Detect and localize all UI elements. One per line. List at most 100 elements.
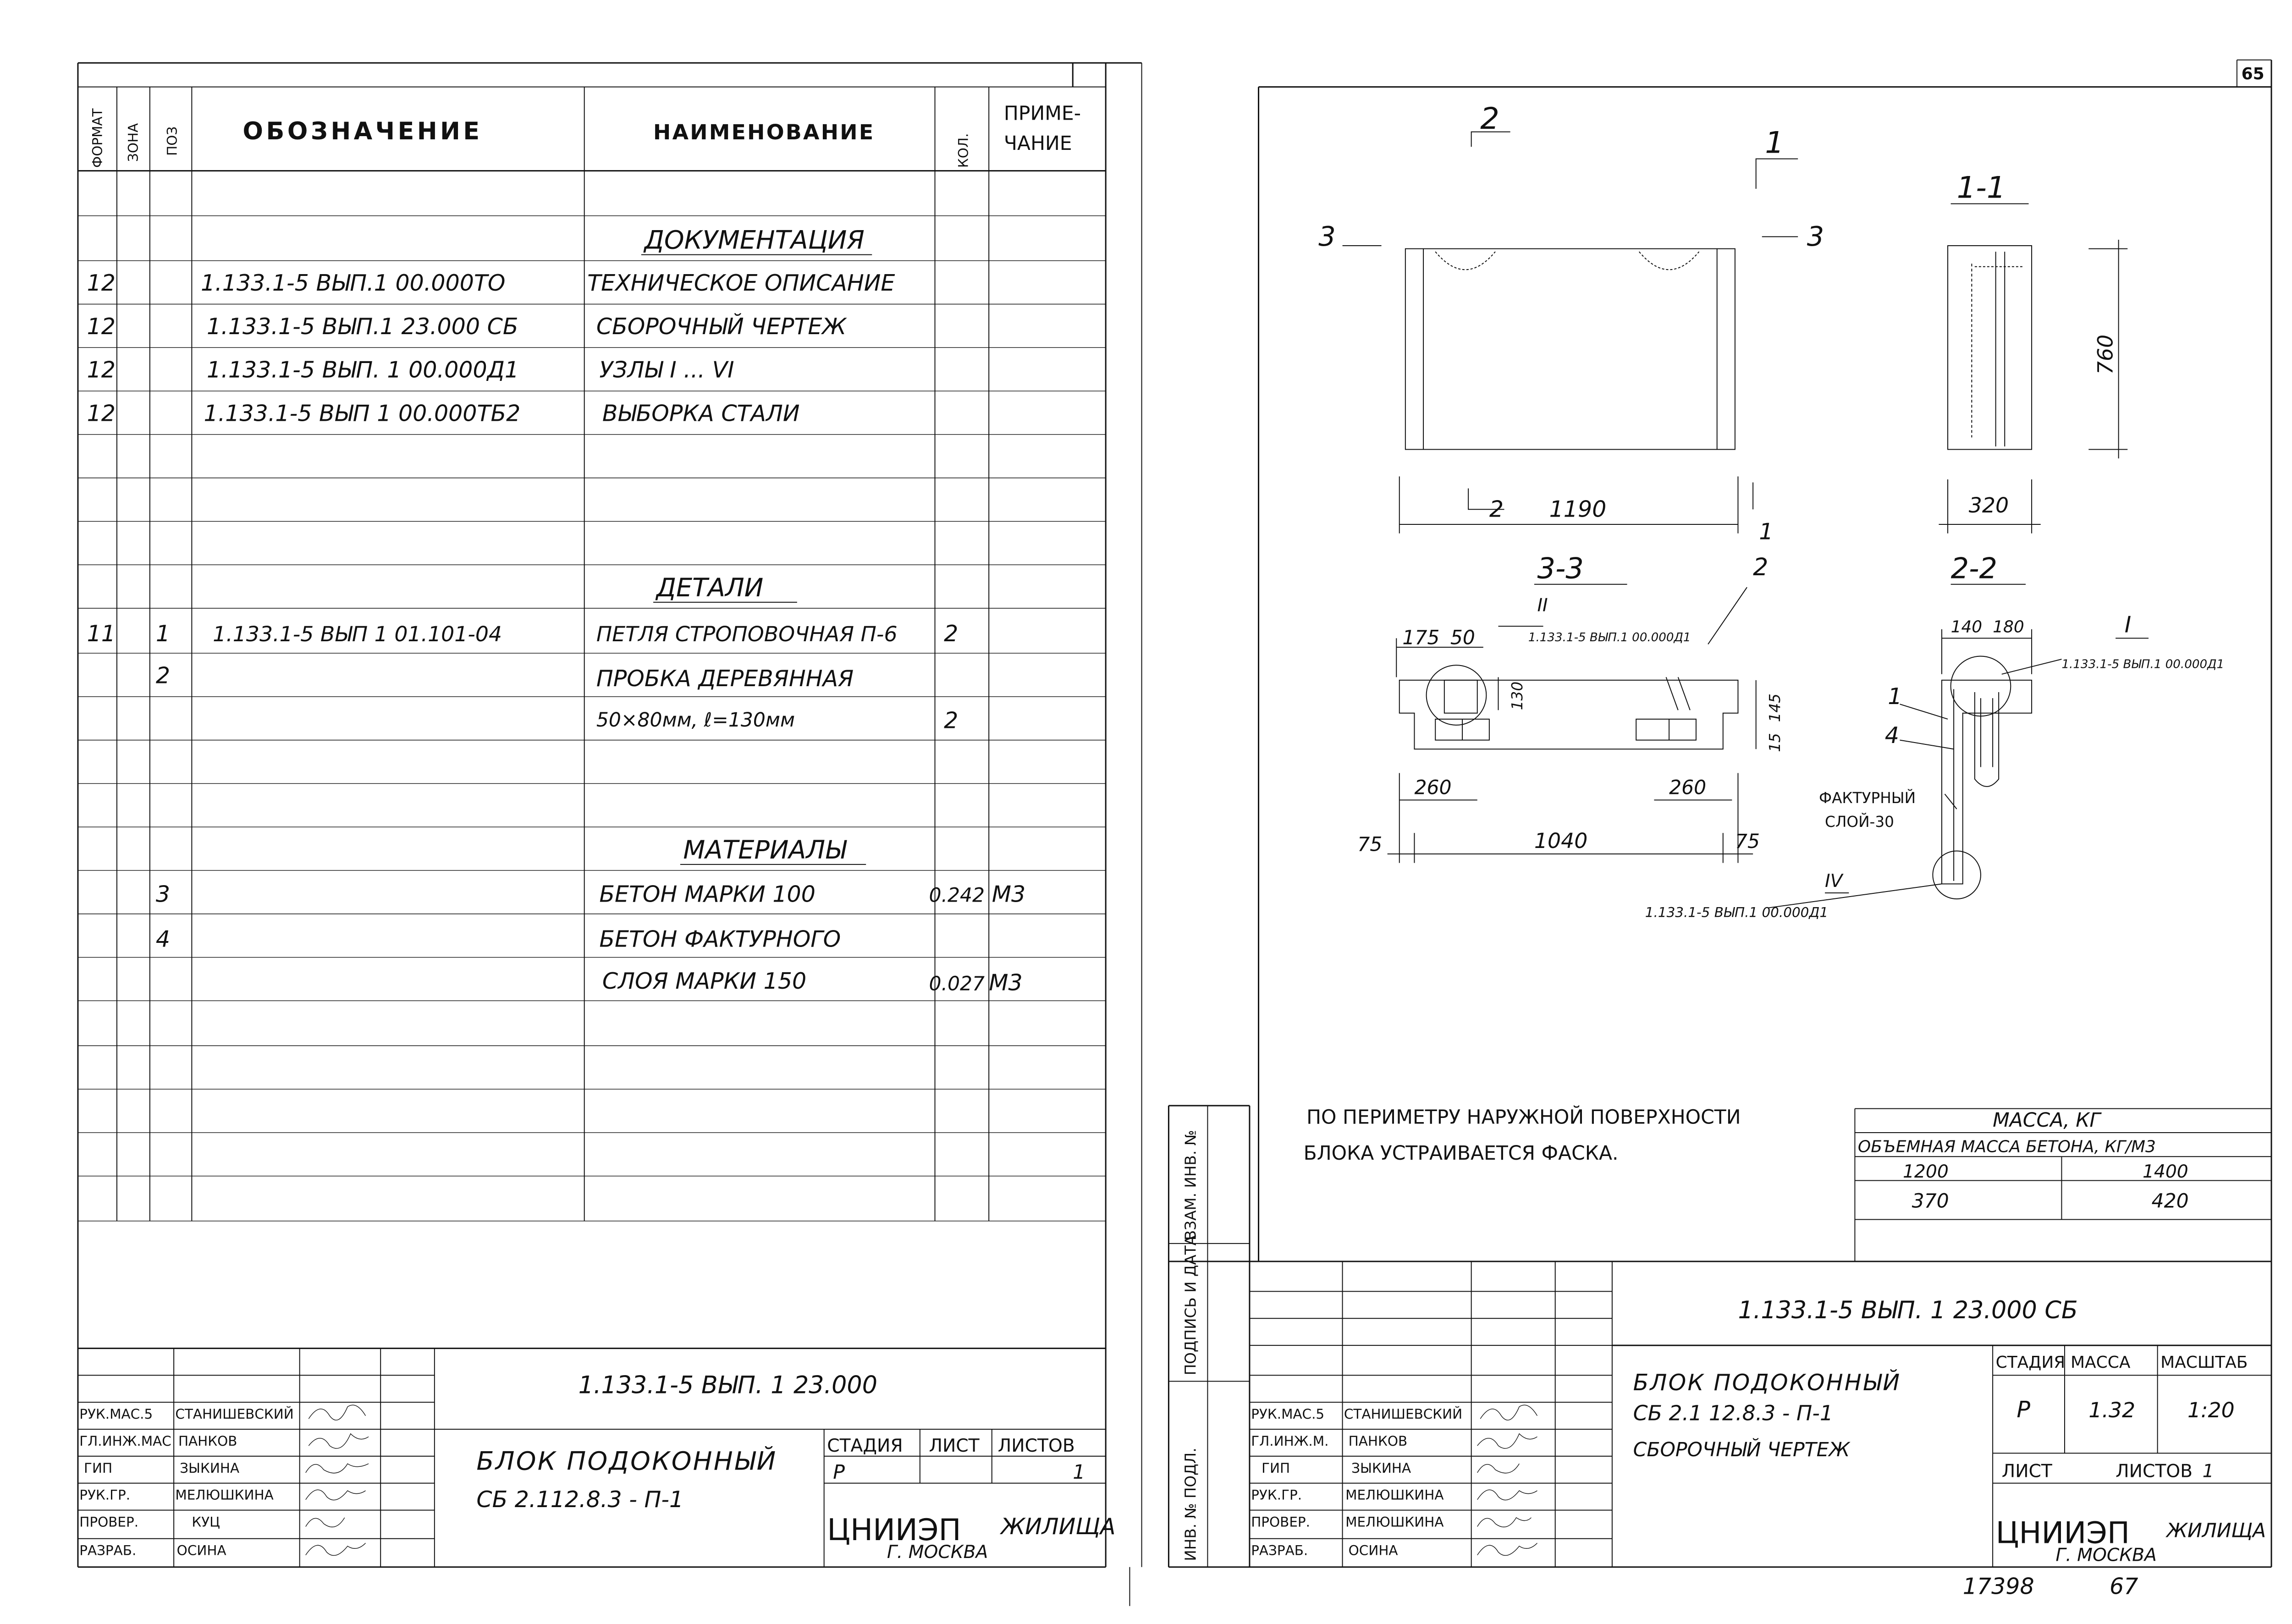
spec-table-header: ФОРМАТ ЗОНА ПОЗ ОБОЗНАЧЕНИЕ НАИМЕНОВАНИЕ… [89,102,1081,168]
row-qty: 2 [944,620,958,647]
density-1: 1200 [1903,1162,1949,1182]
row-name: БЕТОН МАРКИ 100 [599,881,815,908]
dim-145: 145 [1766,694,1784,722]
right-sheets-label: ЛИСТОВ [2116,1461,2193,1482]
row-pos: 4 [156,926,170,952]
dim-15: 15 [1766,733,1784,752]
staff-role: ГИП [1262,1460,1290,1476]
staff-role: РУК.ГР. [79,1487,130,1503]
header-note-line-2: ЧАНИЕ [1004,132,1072,155]
table-row: 50×80мм, ℓ=130мм 2 [596,707,958,733]
row-format: 12 [87,270,116,296]
left-code: 1.133.1-5 ВЫП. 1 23.000 [579,1371,877,1399]
right-scale-label: МАСШТАБ [2160,1353,2248,1372]
left-sheets: 1 [1073,1461,1085,1484]
row-designation: 1.133.1-5 ВЫП. 1 00.000Д1 [207,357,519,383]
header-zone: ЗОНА [126,123,141,162]
right-stage: Р [2017,1396,2030,1423]
row-pos: 1 [156,620,170,647]
table-row: 12 1.133.1-5 ВЫП. 1 00.000Д1 УЗЛЫ I ... … [87,357,734,383]
mark-3-left: 3 [1318,220,1335,252]
staff-role: РАЗРАБ. [1251,1543,1308,1558]
section-2-2-view [1768,584,2149,908]
node-ii-ref: 1.133.1-5 ВЫП.1 00.000Д1 [1528,631,1691,644]
row-note: М3 [989,969,1022,996]
header-format: ФОРМАТ [89,108,105,168]
staff-role: ПРОВЕР. [79,1514,138,1530]
dim-50: 50 [1450,627,1475,649]
section-documentation: ДОКУМЕНТАЦИЯ [643,226,864,255]
staff-role: РАЗРАБ. [79,1543,136,1558]
row-pos: 3 [156,881,170,908]
mass-1: 370 [1912,1190,1949,1212]
section-details: ДЕТАЛИ [655,573,764,603]
staff-name: МЕЛЮШКИНА [1345,1514,1444,1530]
table-row: 12 1.133.1-5 ВЫП.1 23.000 СБ СБОРОЧНЫЙ Ч… [87,313,848,340]
right-side-stamp-grid [1168,1244,1249,1382]
drawing-labels: 2 1 3 3 1-1 1190 2 1 760 320 3-3 2-2 2 I… [1318,101,2224,920]
staff-name: КУЦ [192,1514,220,1530]
row-qty: 0.027 [929,973,985,995]
pos-1-label: 1 [1888,683,1902,710]
right-scale: 1:20 [2187,1398,2235,1422]
right-city: Г. МОСКВА [2055,1545,2156,1566]
dim-760: 760 [2094,335,2118,374]
row-qty: 0.242 [929,885,985,907]
dim-180: 180 [1993,617,2024,636]
right-signatures [1477,1405,1537,1555]
row-name: БЕТОН ФАКТУРНОГО [599,926,841,952]
side-label-signature: ПОДПИСЬ И ДАТА [1182,1235,1199,1375]
spec-table-rows: 12 1.133.1-5 ВЫП.1 00.000ТО ТЕХНИЧЕСКОЕ … [87,270,1026,996]
right-mass: 1.32 [2088,1398,2135,1422]
right-title-line-2: СБ 2.1 12.8.3 - П-1 [1633,1401,1833,1425]
mark-2-bottom: 2 [1489,496,1504,523]
spec-table-grid [78,87,1106,1221]
staff-name: ПАНКОВ [1349,1433,1408,1449]
layer-note-1: ФАКТУРНЫЙ [1819,789,1916,807]
section-2-2-label: 2-2 [1951,552,1997,585]
staff-name: СТАНИШЕВСКИЙ [175,1406,293,1422]
staff-name: СТАНИШЕВСКИЙ [1344,1406,1462,1422]
row-format: 12 [87,313,116,340]
right-stage-label: СТАДИЯ [1996,1353,2066,1372]
dim-75-right: 75 [1735,831,1760,853]
front-view [1343,132,1798,534]
row-qty: 2 [944,707,958,733]
left-sheet-frame [78,63,1142,1606]
left-sheets-label: ЛИСТОВ [998,1436,1075,1456]
left-org: ЦНИИЭП [827,1513,961,1547]
side-label-inventory: ИНВ. № ПОДЛ. [1182,1448,1199,1561]
left-title-block-grid [78,1349,1106,1567]
mark-2-top: 2 [1480,101,1499,136]
dim-260-left: 260 [1414,776,1451,799]
right-sheet-label: ЛИСТ [2002,1461,2053,1482]
right-sheet-frame [1168,60,2271,1567]
right-title-block: 1.133.1-5 ВЫП. 1 23.000 СБ БЛОК ПОДОКОНН… [1251,1296,2266,1565]
row-designation: 1.133.1-5 ВЫП 1 00.000ТБ2 [204,400,521,426]
note-line-2: БЛОКА УСТРАИВАЕТСЯ ФАСКА. [1304,1142,1619,1165]
section-3-3-label: 3-3 [1537,552,1583,585]
density-2: 1400 [2143,1162,2188,1182]
section-3-3-view [1388,584,1756,863]
header-qty: КОЛ. [955,133,971,168]
row-designation: 1.133.1-5 ВЫП 1 01.101-04 [213,622,502,646]
mass-table-grid [1855,1109,2271,1261]
left-signatures [306,1405,369,1555]
staff-role: РУК.ГР. [1251,1487,1302,1503]
dim-75-left: 75 [1357,833,1382,856]
table-row: 2 ПРОБКА ДЕРЕВЯННАЯ [156,662,854,692]
staff-name: ЗЫКИНА [180,1460,239,1476]
pos-2-label: 2 [1753,553,1768,581]
row-note: М3 [992,881,1025,908]
table-row: СЛОЯ МАРКИ 150 0.027 М3 [602,968,1023,996]
row-format: 11 [87,620,116,647]
left-stage-label: СТАДИЯ [827,1436,903,1456]
header-name: НАИМЕНОВАНИЕ [653,120,875,144]
dim-130: 130 [1509,682,1526,710]
row-name: СБОРОЧНЫЙ ЧЕРТЕЖ [596,313,847,340]
mark-1-top: 1 [1765,125,1784,160]
section-1-1-view [1939,204,2127,534]
right-title-block-grid [1250,1261,2271,1567]
row-name: ВЫБОРКА СТАЛИ [602,400,800,426]
